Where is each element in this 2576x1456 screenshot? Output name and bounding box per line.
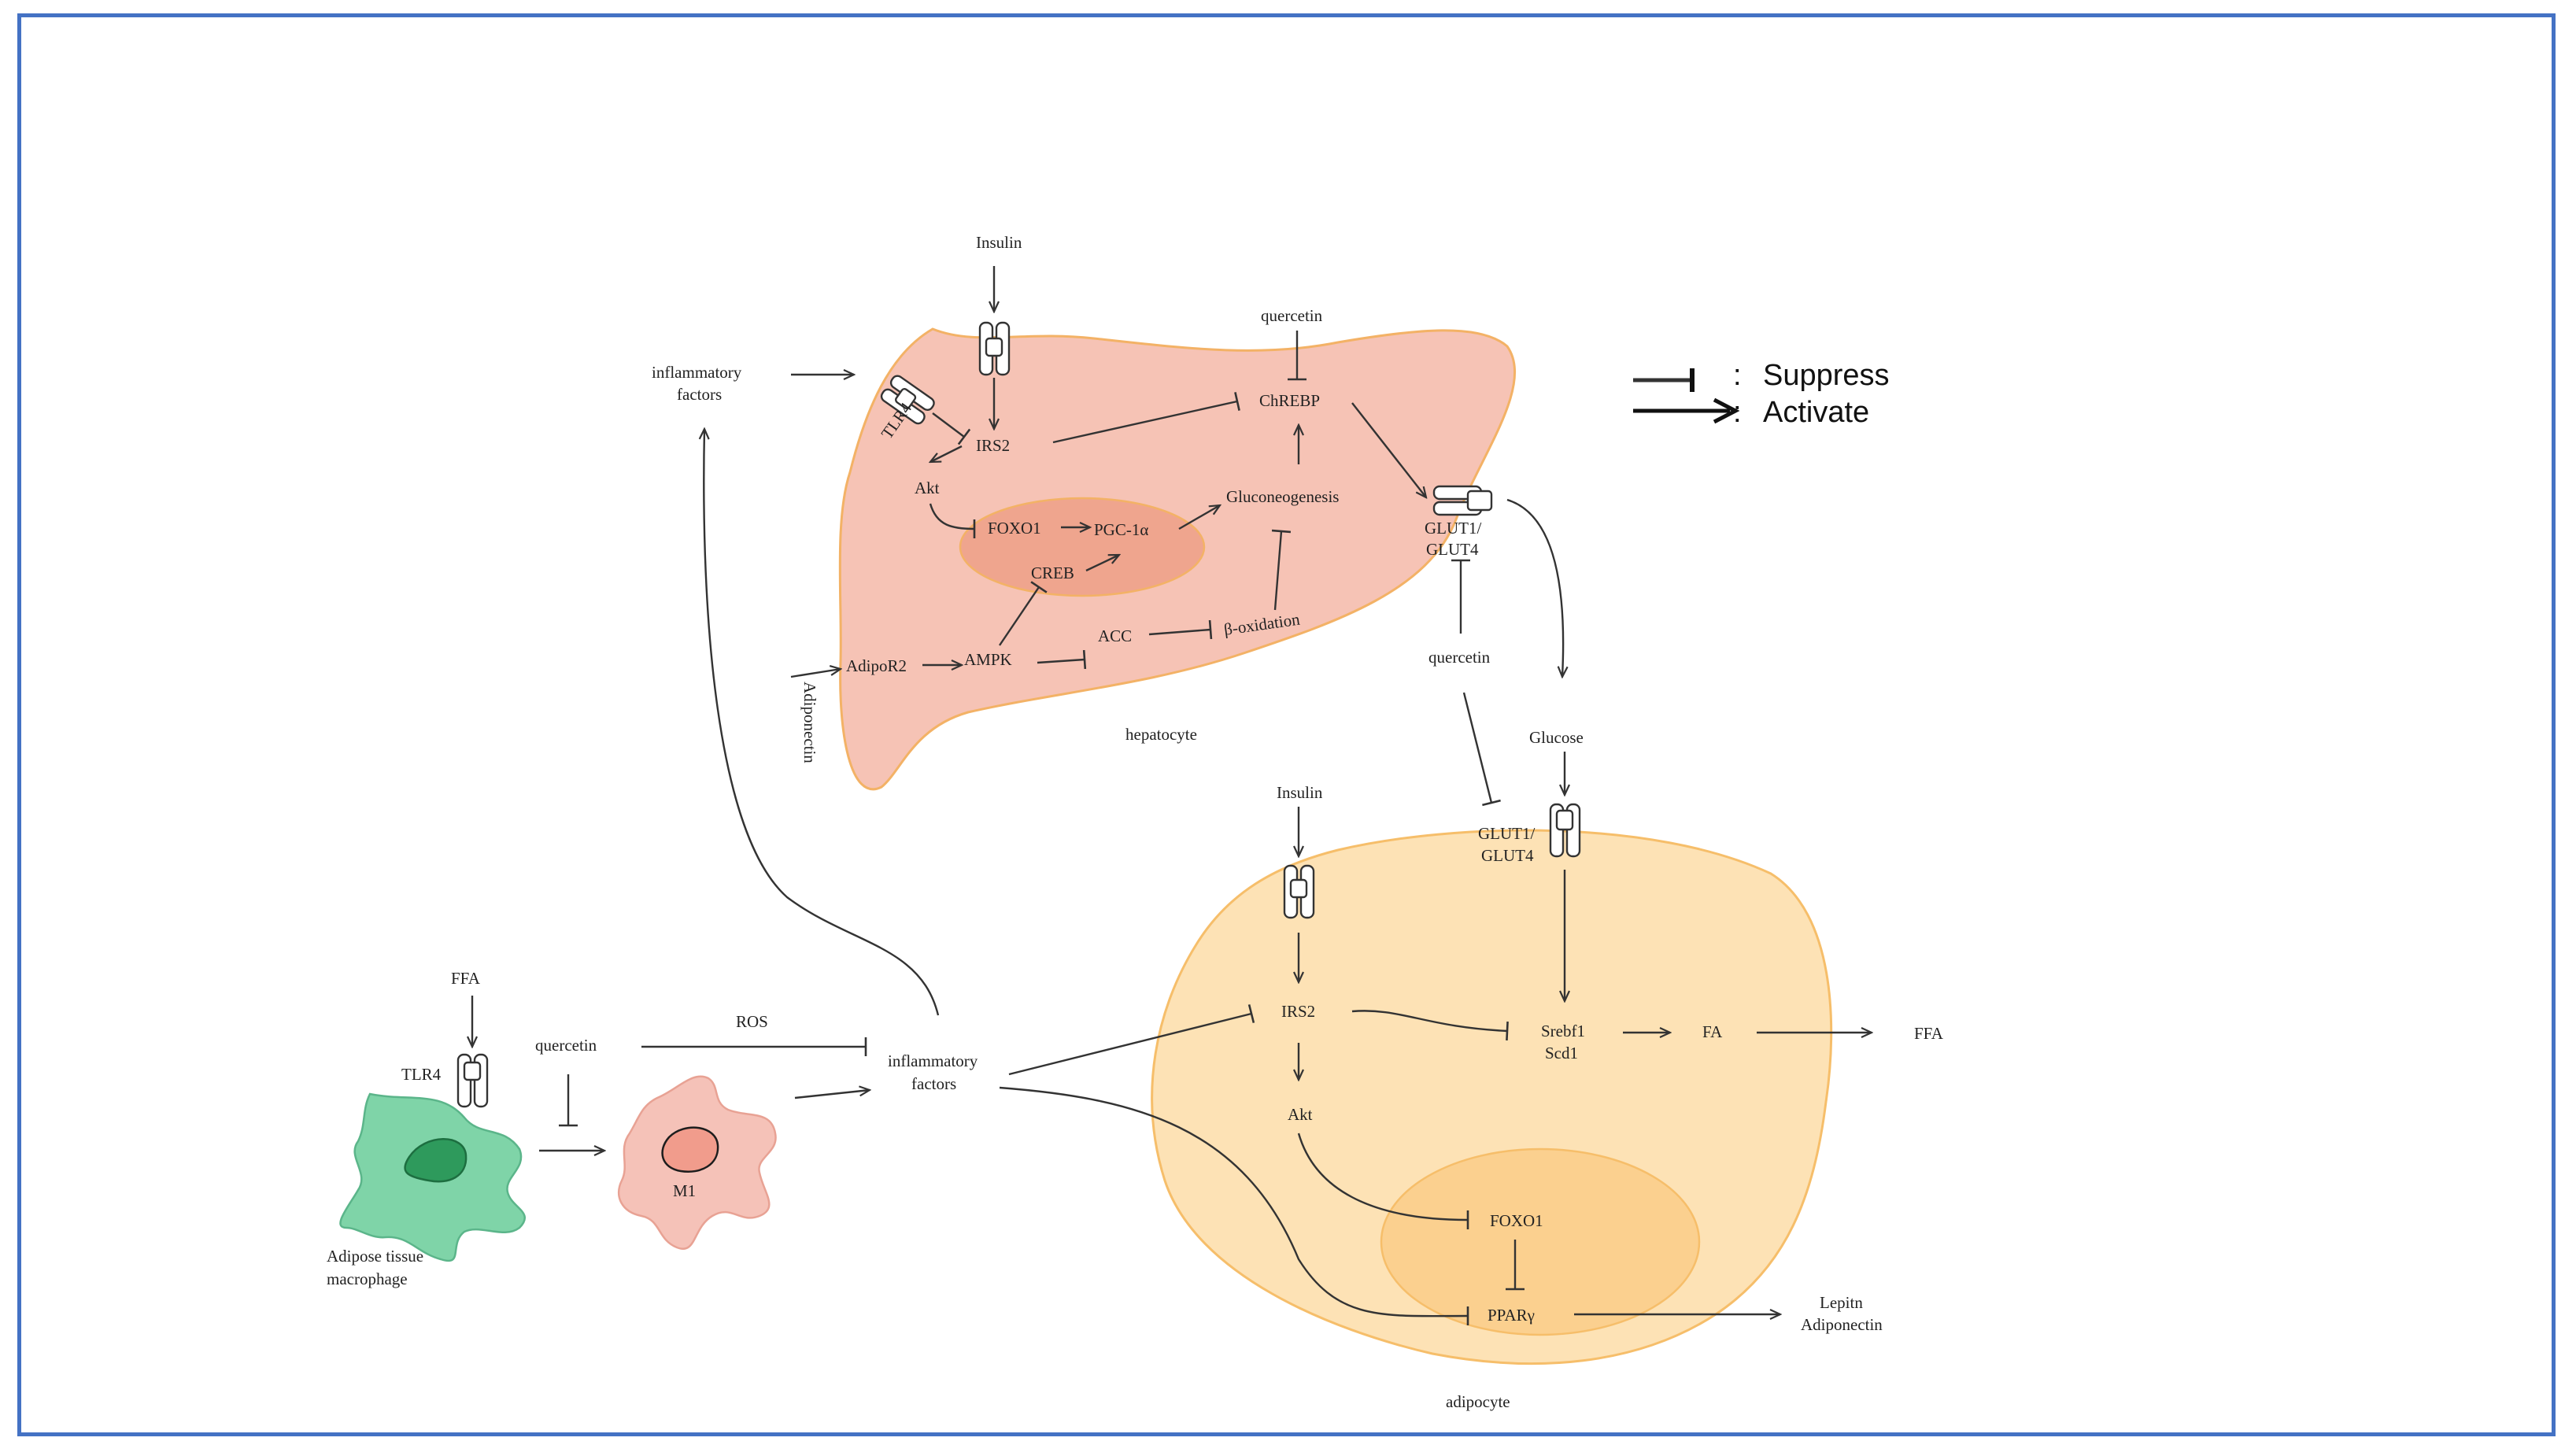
quercetin-label-macrophage: quercetin xyxy=(535,1036,597,1055)
glut-receptor-hepatocyte xyxy=(1432,485,1493,516)
glut-label-adipocyte-line1: GLUT1/ xyxy=(1478,824,1535,843)
diagram-frame xyxy=(17,13,2556,1436)
legend-activate-label: Activate xyxy=(1763,396,1869,429)
foxo1-label-hepatocyte: FOXO1 xyxy=(988,519,1041,538)
srebf1-label: Srebf1 xyxy=(1541,1022,1585,1040)
insulin-receptor-adipocyte xyxy=(1283,864,1315,919)
glucose-label: Glucose xyxy=(1529,728,1584,747)
pgc1a-label: PGC-1α xyxy=(1094,520,1148,539)
leptin-label: Lepitn xyxy=(1820,1293,1863,1312)
ros-label: ROS xyxy=(736,1012,768,1031)
edge-irs2-to-akt xyxy=(930,445,963,462)
macrophage-label-line1: Adipose tissue xyxy=(327,1247,423,1266)
glut-receptor-adipocyte xyxy=(1549,803,1581,858)
edge-pgc1a-to-gluconeogenesis xyxy=(1178,505,1220,530)
m1-nucleus xyxy=(661,1126,719,1173)
tlr4-receptor-macrophage xyxy=(456,1053,489,1108)
irs2-label-adipocyte: IRS2 xyxy=(1281,1002,1315,1021)
quercetin-label-chrebp: quercetin xyxy=(1261,306,1323,325)
scd1-label: Scd1 xyxy=(1545,1044,1578,1062)
edge-glut-to-glucose xyxy=(1506,498,1563,677)
edge-akt-inhibit-foxo1-adipo xyxy=(1297,1133,1469,1230)
macrophage-nucleus xyxy=(404,1138,468,1183)
gluconeogenesis-label: Gluconeogenesis xyxy=(1226,487,1339,506)
legend-activate-arrowhead xyxy=(1713,397,1740,424)
akt-label-adipocyte: Akt xyxy=(1288,1105,1313,1124)
akt-label-hepatocyte: Akt xyxy=(915,479,940,497)
tlr4-receptor-hepatocyte xyxy=(880,375,935,425)
chrebp-label: ChREBP xyxy=(1259,391,1320,410)
inflammatory-factors-macrophage-line2: factors xyxy=(911,1074,956,1093)
edge-m1-to-inflam xyxy=(794,1090,870,1099)
ampk-label: AMPK xyxy=(964,650,1012,669)
legend-suppress-colon: : xyxy=(1733,359,1742,392)
tlr4-label-macrophage: TLR4 xyxy=(401,1065,442,1084)
creb-label: CREB xyxy=(1031,564,1074,582)
ffa-label-macrophage: FFA xyxy=(451,969,481,988)
quercetin-label-glut: quercetin xyxy=(1428,648,1491,667)
edge-quercetin-inhibit-adipo-glut xyxy=(1462,692,1501,807)
adipocyte-label: adipocyte xyxy=(1446,1392,1510,1411)
edge-adiponectin-to-adipor2 xyxy=(790,669,841,678)
edge-acc-inhibit-beta-oxidation xyxy=(1148,619,1213,640)
foxo1-label-adipocyte: FOXO1 xyxy=(1490,1211,1543,1230)
glut-label-hepatocyte-line2: GLUT4 xyxy=(1426,540,1479,559)
legend-activate-colon: : xyxy=(1733,396,1742,429)
fa-label: FA xyxy=(1702,1022,1723,1041)
edge-irs2-inhibit-srebf1 xyxy=(1351,1010,1509,1041)
hepatocyte-nucleus xyxy=(959,497,1206,597)
ppar-label: PPARγ xyxy=(1488,1306,1535,1325)
edge-akt-inhibit-foxo1 xyxy=(929,503,976,539)
glut-label-adipocyte-line2: GLUT4 xyxy=(1481,846,1534,865)
adipor2-label: AdipoR2 xyxy=(846,656,907,675)
edge-inflam-inhibit-adipo-irs2 xyxy=(1008,1004,1255,1076)
ffa-label-adipocyte: FFA xyxy=(1914,1024,1944,1043)
edge-chrebp-to-glut xyxy=(1351,402,1426,497)
edge-irs2-inhibit-chrebp xyxy=(1052,392,1240,444)
acc-label: ACC xyxy=(1098,626,1132,645)
legend-suppress-label: Suppress xyxy=(1763,359,1890,392)
m1-label: M1 xyxy=(673,1181,696,1200)
edge-inflam-to-hepatocyte-inflam xyxy=(704,429,940,1016)
adiponectin-label: Adiponectin xyxy=(800,682,819,763)
inflammatory-factors-macrophage-line1: inflammatory xyxy=(888,1051,978,1070)
edge-tlr4-inhibit-irs2 xyxy=(932,412,971,445)
irs2-label-hepatocyte: IRS2 xyxy=(976,436,1010,455)
hepatocyte-label: hepatocyte xyxy=(1125,725,1197,744)
edge-inflam-inhibit-ppar xyxy=(999,1086,1469,1326)
insulin-receptor-hepatocyte xyxy=(978,321,1011,376)
edge-creb-to-pgc1a xyxy=(1085,555,1119,572)
adiponectin-output-label: Adiponectin xyxy=(1801,1315,1883,1334)
macrophage-label-line2: macrophage xyxy=(327,1269,408,1288)
edge-ampk-inhibit-creb xyxy=(999,581,1048,646)
insulin-label-adipocyte: Insulin xyxy=(1277,783,1323,802)
insulin-label-hepatocyte: Insulin xyxy=(976,233,1022,252)
edge-beta-oxidation-inhibit-gluconeogenesis xyxy=(1271,529,1292,611)
inflammatory-factors-hepatocyte-line2: factors xyxy=(677,385,722,404)
edge-ampk-inhibit-acc xyxy=(1037,649,1087,670)
adipocyte-nucleus xyxy=(1380,1147,1701,1336)
glut-label-hepatocyte-line1: GLUT1/ xyxy=(1425,519,1481,538)
inflammatory-factors-hepatocyte-line1: inflammatory xyxy=(652,363,742,382)
